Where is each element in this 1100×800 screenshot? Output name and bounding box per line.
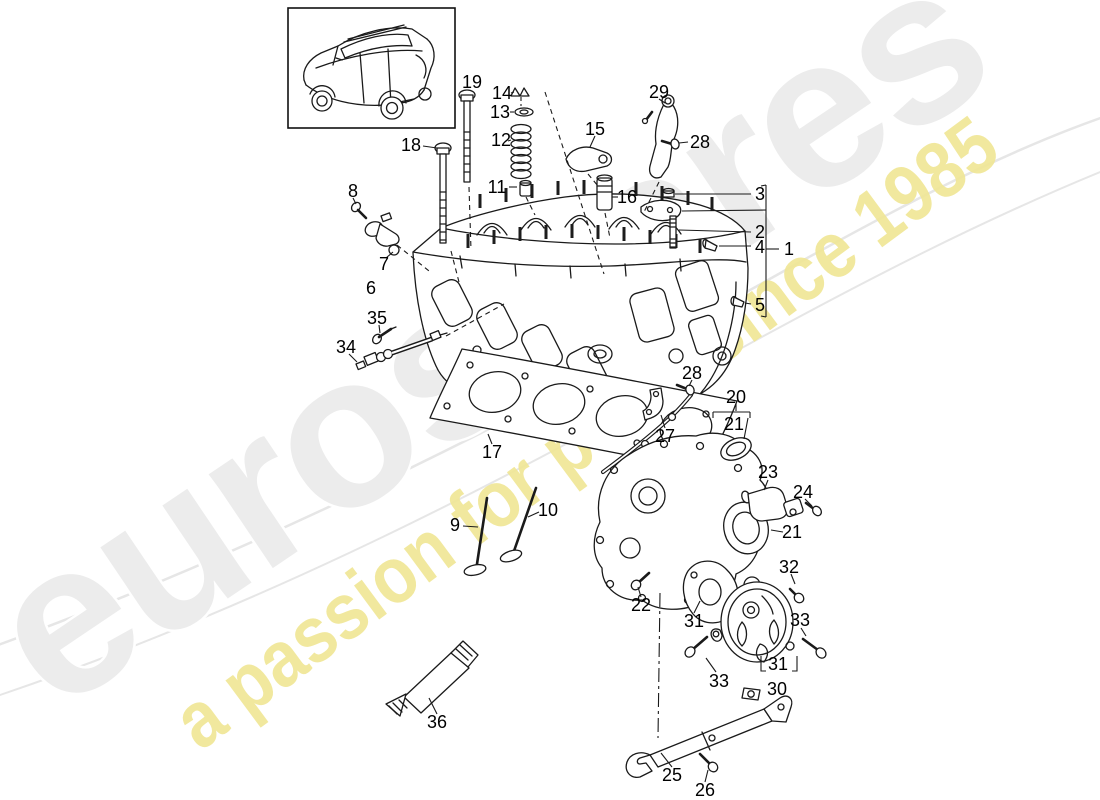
bolt-24 xyxy=(804,501,823,517)
plug-4 xyxy=(702,238,718,252)
leader-lines xyxy=(348,91,813,783)
head-bolt-18 xyxy=(434,142,452,244)
car-icon xyxy=(303,24,435,120)
o-ring-7 xyxy=(388,244,400,256)
sensor-23-drawing xyxy=(741,486,804,522)
support-bracket-drawing xyxy=(625,695,793,778)
bolt-28-top xyxy=(660,138,680,150)
bolt-33-lower xyxy=(684,635,709,658)
head-bolt-19 xyxy=(458,89,476,183)
vacuum-pump-drawing xyxy=(710,576,795,701)
valve-spring-group xyxy=(510,87,534,197)
oil-pipe-drawing xyxy=(601,387,693,474)
bolt-32 xyxy=(788,587,805,604)
bolt-26 xyxy=(698,752,719,773)
vehicle-inset xyxy=(287,7,456,129)
stud-2 xyxy=(669,215,677,249)
bolt-8 xyxy=(350,201,368,220)
nut-3 xyxy=(662,187,675,198)
spark-plug-34 xyxy=(355,329,448,371)
rocker-arm-15 xyxy=(565,146,613,173)
lifter-16 xyxy=(596,174,613,211)
sensor-6 xyxy=(364,212,400,256)
valve-drawings xyxy=(463,486,538,577)
bracket-29 xyxy=(641,94,679,179)
bolt-33-upper xyxy=(801,637,827,659)
bolt-28-mid xyxy=(675,383,695,396)
plug-5 xyxy=(730,295,745,308)
sealant-tube-drawing xyxy=(385,640,479,717)
bolt-35 xyxy=(371,326,397,345)
centerline xyxy=(657,592,661,739)
